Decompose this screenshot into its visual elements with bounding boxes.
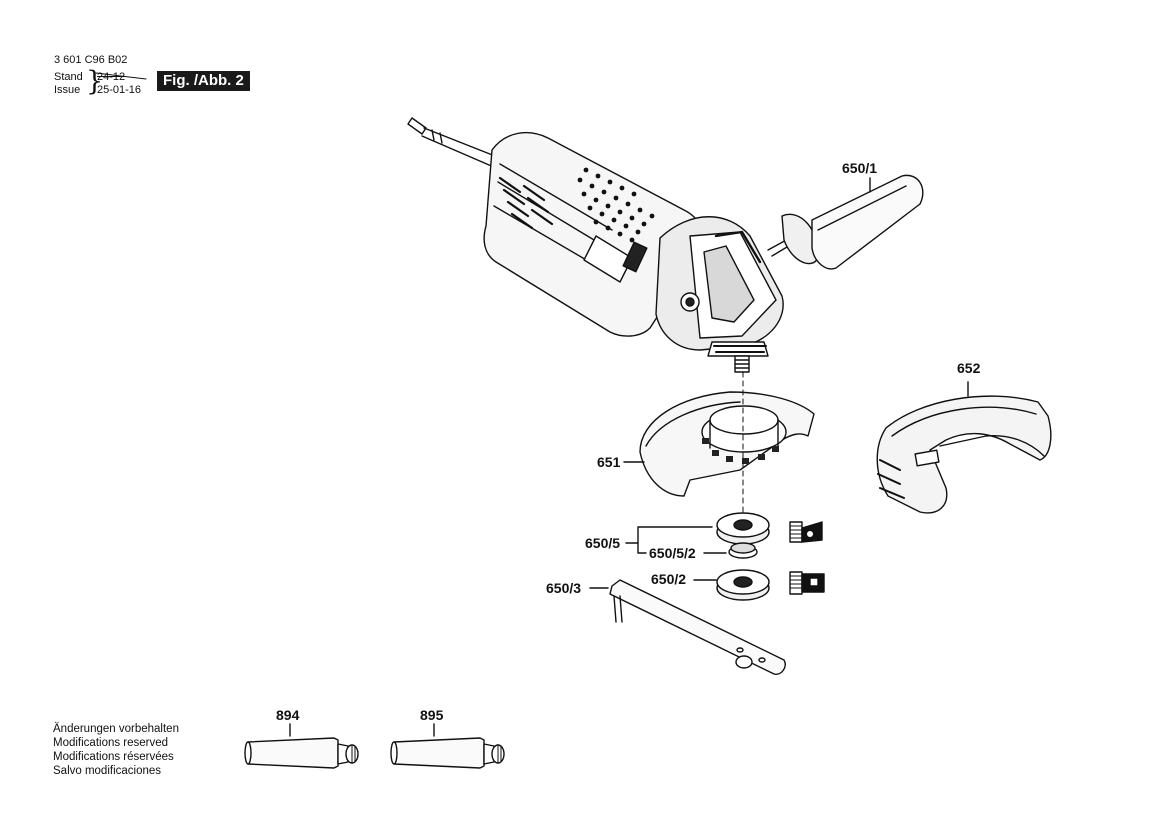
notice-line-es: Salvo modificaciones [53,765,162,777]
part-label-652[interactable]: 652 [957,360,981,376]
part-label-650-3[interactable]: 650/3 [546,580,582,596]
stand-label: Stand [54,71,83,83]
notice-line-de: Änderungen vorbehalten [53,723,179,735]
document-number: 3 601 C96 B02 [54,54,128,66]
modifications-notice: Änderungen vorbehalten Modifications res… [53,722,179,778]
flange-650-5-section-icon [789,521,823,543]
issue-date: 25-01-16 [97,84,142,96]
flange-650-5-drawing [716,512,770,559]
side-handle-drawing [767,174,924,270]
part-label-650-5[interactable]: 650/5 [585,535,621,551]
angle-grinder-drawing [407,117,784,373]
grease-tube-895-drawing [390,723,505,769]
part-label-894[interactable]: 894 [276,707,300,723]
brace-glyph: } [86,66,104,97]
notice-line-en: Modifications reserved [53,737,169,749]
part-label-650-1[interactable]: 650/1 [842,160,878,176]
part-label-650-2[interactable]: 650/2 [651,571,687,587]
grease-tube-894-drawing [244,723,359,769]
nut-650-2-drawing [716,569,770,601]
figure-badge: Fig. /Abb. 2 [157,71,250,91]
part-label-895[interactable]: 895 [420,707,444,723]
notice-line-fr: Modifications réservées [53,751,174,763]
issue-label: Issue [54,84,81,96]
guard-651-drawing [639,391,815,497]
guard-652-drawing [876,381,1052,514]
part-label-650-5-2[interactable]: 650/5/2 [649,545,696,561]
nut-650-2-section-icon [789,571,825,595]
part-label-651[interactable]: 651 [597,454,621,470]
spanner-650-3-drawing [609,579,786,675]
